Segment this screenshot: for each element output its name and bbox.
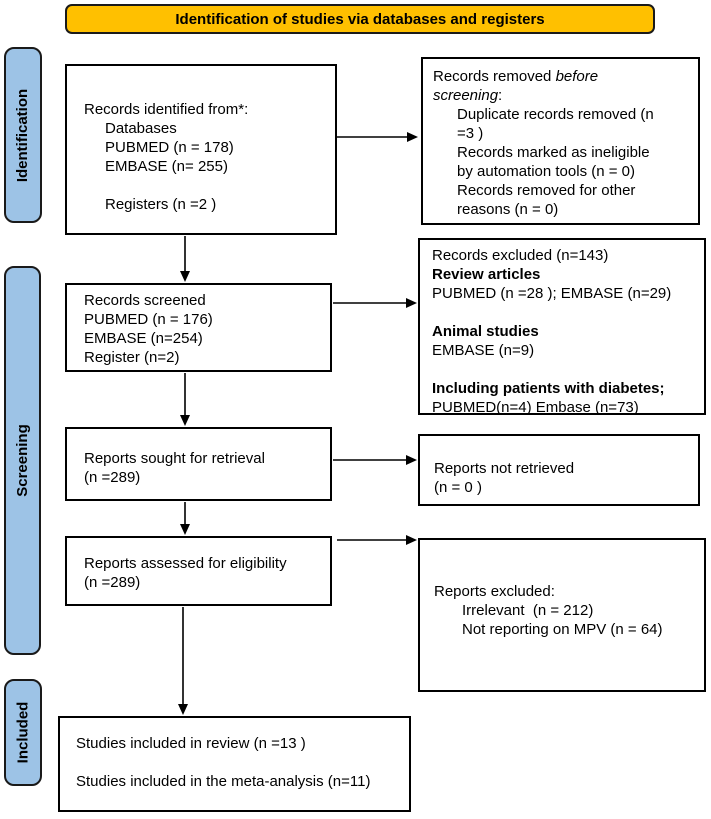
box-line: Reports assessed for eligibility: [84, 555, 287, 572]
box-records-removed: Records removed before screening: Duplic…: [421, 57, 700, 225]
box-line: PUBMED(n=4) Embase (n=73): [432, 399, 639, 416]
box-line: Records removed for other reasons (n = 0…: [457, 182, 640, 218]
box-title: Records identified from*:: [84, 101, 249, 118]
box-line: (n =289): [84, 574, 141, 591]
sidebar-identification-label: Identification: [14, 88, 32, 182]
box-line: Irrelevant (n = 212): [462, 602, 594, 619]
box-reports-excluded: Reports excluded: Irrelevant (n = 212) N…: [418, 538, 706, 692]
box-line: Registers (n =2 ): [105, 196, 217, 213]
box-records-identified: Records identified from*: Databases PUBM…: [65, 64, 337, 235]
banner-label: Identification of studies via databases …: [175, 10, 545, 28]
sidebar-screening: Screening: [4, 266, 41, 655]
box-line: EMBASE (n=254): [84, 330, 203, 347]
box-line: Studies included in review (n =13 ): [76, 735, 306, 752]
box-line: Records screened: [84, 292, 206, 309]
box-subheading: Review articles: [432, 266, 541, 283]
box-title: Records excluded (n=143): [432, 247, 609, 264]
box-line: EMBASE (n= 255): [105, 158, 228, 175]
box-reports-sought: Reports sought for retrieval (n =289): [65, 427, 332, 501]
box-subheading: Including patients with diabetes;: [432, 380, 665, 397]
sidebar-screening-label: Screening: [14, 424, 31, 497]
box-line: PUBMED (n =28 ); EMBASE (n=29): [432, 285, 672, 302]
box-line: (n = 0 ): [434, 479, 482, 496]
box-line: PUBMED (n = 176): [84, 311, 213, 328]
box-line: Reports sought for retrieval: [84, 450, 265, 467]
sidebar-identification: Identification: [4, 47, 42, 223]
box-line: Databases: [105, 120, 177, 137]
box-subheading: Animal studies: [432, 323, 539, 340]
sidebar-included: Included: [4, 679, 42, 786]
banner: Identification of studies via databases …: [65, 4, 655, 34]
italic-phrase: before screening: [433, 68, 603, 104]
box-records-excluded: Records excluded (n=143) Review articles…: [418, 238, 706, 416]
box-line: EMBASE (n=9): [432, 342, 535, 359]
sidebar-included-label: Included: [14, 701, 32, 764]
box-records-screened: Records screened PUBMED (n = 176) EMBASE…: [65, 283, 332, 372]
box-line: Studies included in the meta-analysis (n…: [76, 773, 371, 790]
box-line: Register (n=2): [84, 349, 180, 366]
box-line: PUBMED (n = 178): [105, 139, 234, 156]
box-line: Records marked as ineligible by automati…: [457, 144, 654, 180]
box-line: Not reporting on MPV (n = 64): [462, 621, 663, 638]
box-reports-assessed: Reports assessed for eligibility (n =289…: [65, 536, 332, 606]
box-studies-included: Studies included in review (n =13 ) Stud…: [58, 716, 411, 812]
box-reports-not-retrieved: Reports not retrieved (n = 0 ): [418, 434, 700, 506]
box-line: Duplicate records removed (n =3 ): [457, 106, 658, 142]
box-line: (n =289): [84, 469, 141, 486]
box-line: Reports not retrieved: [434, 460, 575, 477]
box-title: Reports excluded:: [434, 583, 555, 600]
box-title: Records removed before screening:: [433, 68, 603, 104]
